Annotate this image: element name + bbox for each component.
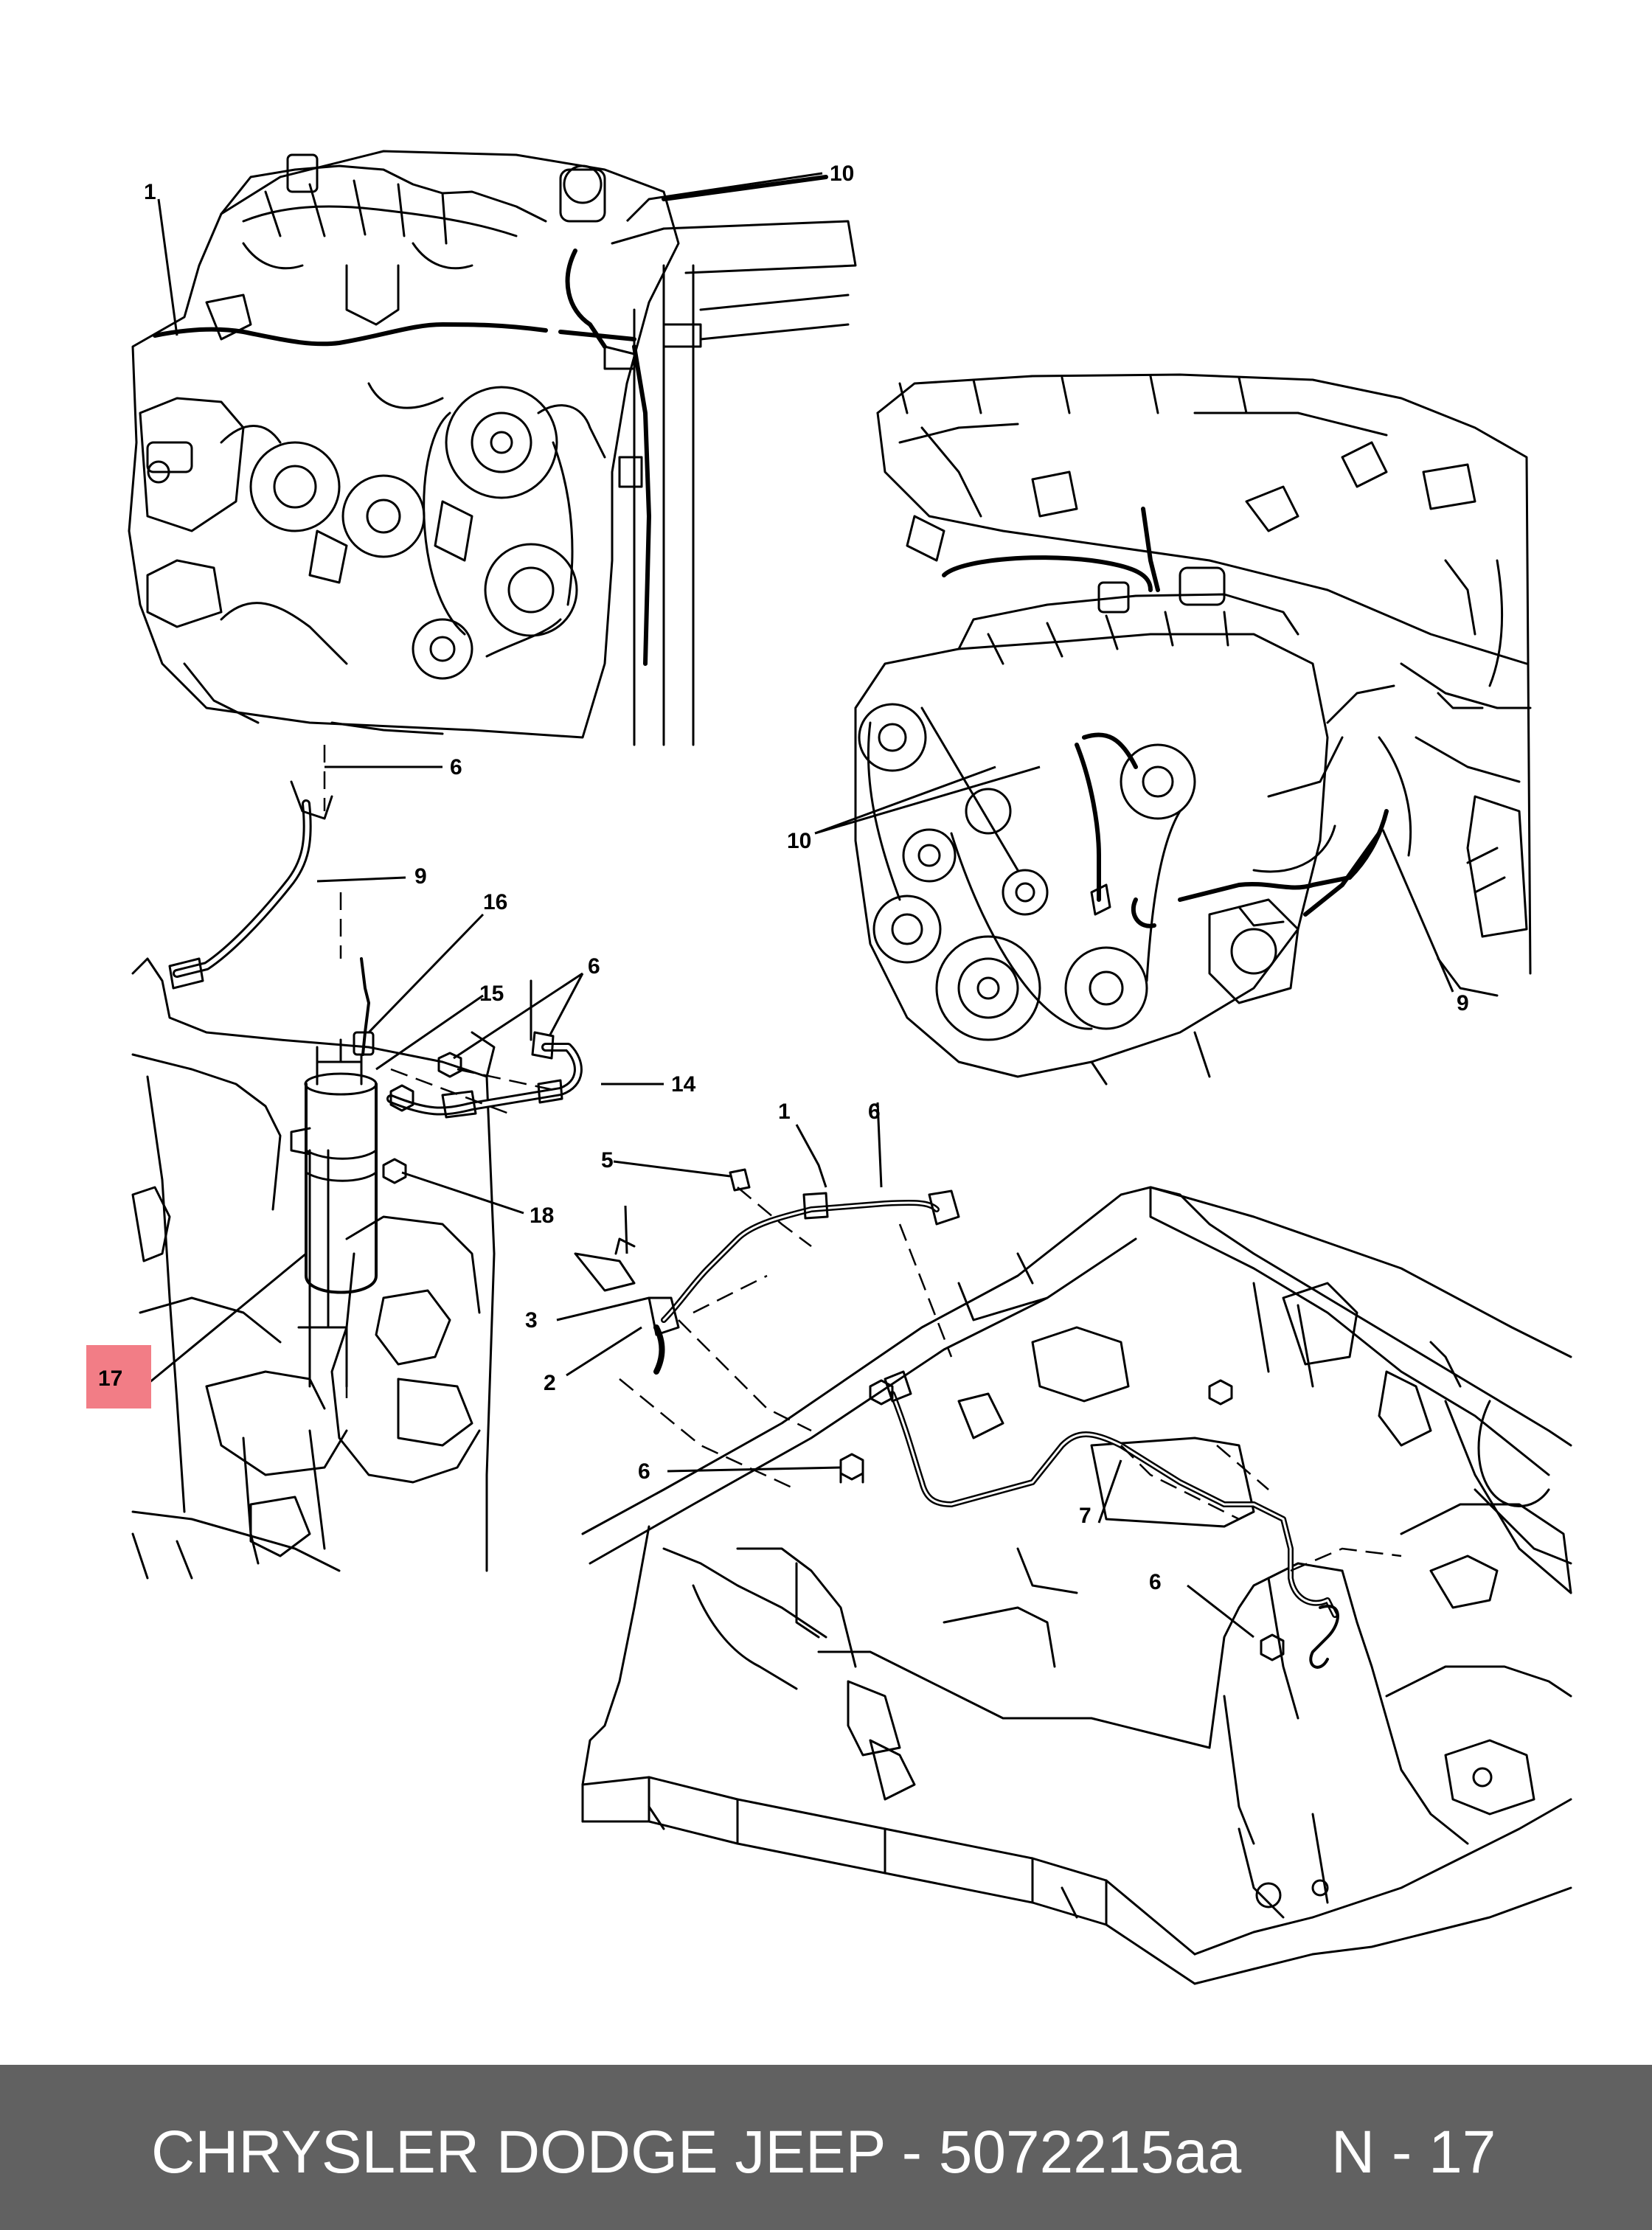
alignment-lines [323,745,1402,1572]
footer-page-number: N - 17 [1331,2119,1496,2186]
callout-5: 5 [601,1148,614,1173]
parts-diagram: 1 10 6 9 16 15 6 14 10 9 1 6 5 18 3 2 6 … [128,150,1572,1985]
highlighted-callout-17: 17 [86,1345,151,1408]
leader-lines [139,172,1454,1639]
callout-15: 15 [479,982,504,1006]
callout-1-mid: 1 [778,1100,791,1124]
callout-10-top: 10 [830,161,854,186]
callout-6-mid: 6 [868,1100,881,1124]
engine-bay-view [854,373,1532,1086]
callout-17: 17 [98,1366,122,1391]
callout-6-upper: 6 [450,755,462,779]
callout-10-right: 10 [787,829,811,853]
callout-16: 16 [483,890,507,914]
accumulator-view [131,780,583,1580]
callout-18: 18 [530,1203,554,1228]
callout-7: 7 [1079,1504,1092,1528]
engine-front-view [128,150,857,746]
callout-9-right: 9 [1457,991,1469,1015]
callout-6-pair: 6 [588,954,600,979]
footer-title: CHRYSLER DODGE JEEP - 5072215aa [151,2119,1242,2186]
callout-9-left: 9 [414,864,427,889]
front-frame-view [574,1168,1572,1985]
callout-6-lower: 6 [638,1459,650,1484]
callout-14: 14 [671,1072,696,1097]
callouts: 1 10 6 9 16 15 6 14 10 9 1 6 5 18 3 2 6 … [144,161,1469,1594]
callout-6-bottom: 6 [1149,1570,1162,1594]
callout-2: 2 [544,1371,556,1395]
footer-bar: CHRYSLER DODGE JEEP - 5072215aa N - 17 [0,2065,1652,2230]
callout-1-top: 1 [144,180,156,204]
callout-3: 3 [525,1308,538,1333]
